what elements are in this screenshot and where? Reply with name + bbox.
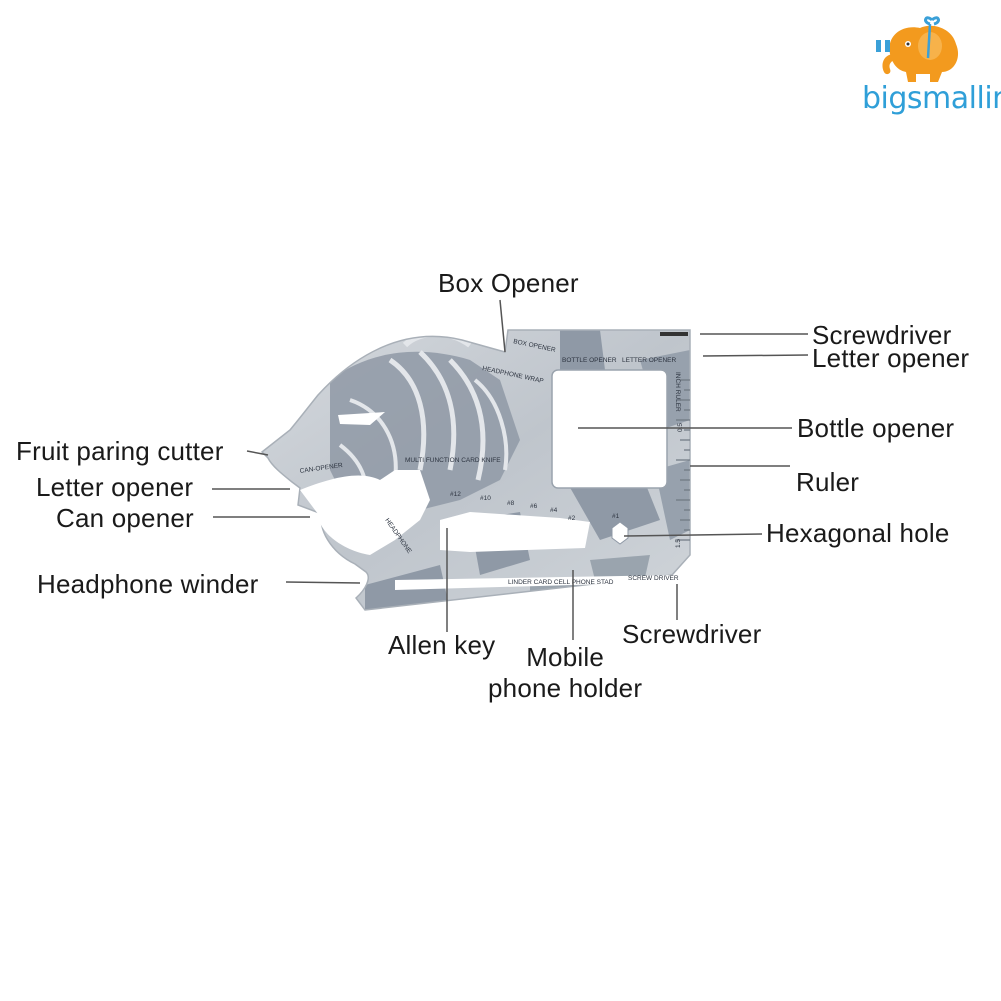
brand-wordmark: bigsmallin xyxy=(862,81,1001,116)
label-mobile-line2: phone holder xyxy=(488,673,643,703)
leader-letter-opener-right xyxy=(702,354,809,357)
engraving-hex-size: #4 xyxy=(550,507,558,514)
leader-lines xyxy=(212,299,809,640)
engraving-letter-opener: LETTER OPENER xyxy=(622,357,676,364)
label-letter-opener-left: Letter opener xyxy=(36,472,194,502)
label-mobile-line1: Mobile xyxy=(526,642,604,672)
engraving-ruler-mark-2: 1.5 xyxy=(675,539,682,548)
hexagonal-hole xyxy=(611,521,629,545)
engraving-inch-ruler: INCH RULER xyxy=(674,372,681,412)
engraving-hex-size: #12 xyxy=(450,491,461,498)
engraving-hex-size: #8 xyxy=(507,500,515,507)
engraving-multi-function: MULTI FUNCTION CARD KNIFE xyxy=(405,457,501,464)
can-opener-mouth xyxy=(300,470,430,555)
label-can-opener: Can opener xyxy=(56,503,194,533)
label-fruit-paring-cutter: Fruit paring cutter xyxy=(16,436,224,466)
label-screwdriver-top: Screwdriver xyxy=(812,320,952,350)
label-screwdriver-bottom: Screwdriver xyxy=(622,619,762,649)
engraving-screwdriver: SCREW DRIVER xyxy=(628,575,679,582)
engraving-hex-size: #2 xyxy=(568,515,576,522)
screwdriver-slot-top xyxy=(660,332,688,336)
leader-box-opener xyxy=(499,299,506,353)
label-hexagonal-hole: Hexagonal hole xyxy=(766,518,950,548)
engraving-hex-size: #6 xyxy=(530,503,538,510)
allen-key-window xyxy=(440,512,590,552)
label-mobile-phone-holder: Mobile phone holder xyxy=(488,642,642,704)
elephant-gift-icon xyxy=(876,16,959,82)
label-headphone-winder: Headphone winder xyxy=(37,569,259,599)
engraving-hex-size: #1 xyxy=(612,513,620,520)
label-letter-opener-right: Letter opener xyxy=(812,343,970,373)
label-box-opener: Box Opener xyxy=(438,268,579,298)
headphone-winder-slot xyxy=(395,575,680,590)
ruler-ticks xyxy=(676,379,690,541)
engraving-bottle-opener: BOTTLE OPENER xyxy=(562,357,617,364)
leader-hexagonal-hole xyxy=(623,533,763,537)
label-ruler: Ruler xyxy=(796,467,860,497)
label-bottle-opener: Bottle opener xyxy=(797,413,955,443)
engraving-hex-size: #10 xyxy=(480,495,491,502)
leader-headphone-winder xyxy=(285,581,361,584)
engraving-phone-stand: LINDER CARD CELL PHONE STAD xyxy=(508,579,614,586)
bottle-opener-window xyxy=(551,369,668,489)
leader-fruit-paring xyxy=(246,450,269,456)
label-allen-key: Allen key xyxy=(388,630,496,660)
